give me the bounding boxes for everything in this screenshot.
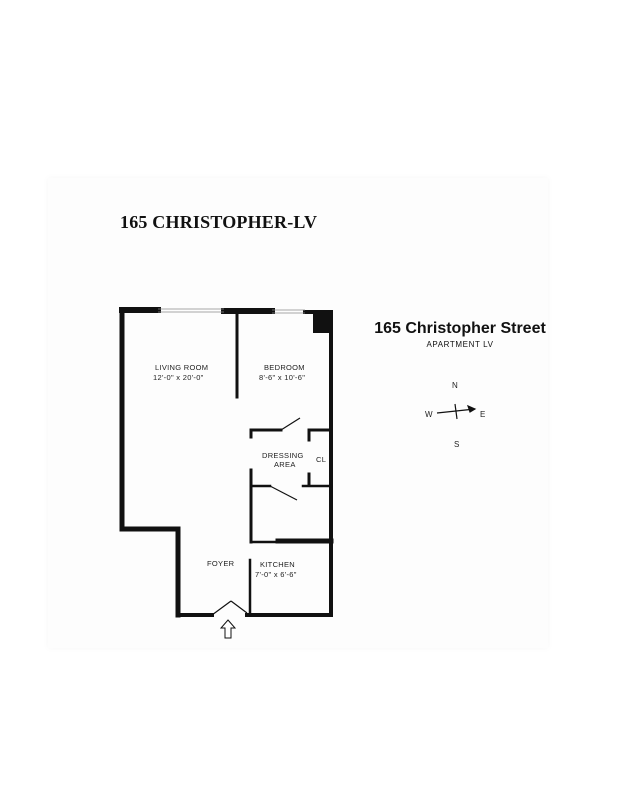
kitchen-dims: 7'-0" x 6'-6" [255,570,297,579]
interior-walls [235,310,334,617]
page-title: 165 CHRISTOPHER-LV [120,212,318,232]
closet-label: CL [316,455,326,464]
compass-west: W [425,410,433,419]
structural-column [313,311,331,333]
bedroom-label: BEDROOM [264,363,305,372]
address-block: 165 Christopher Street APARTMENT LV [372,320,548,349]
living-room-label: LIVING ROOM [155,363,208,372]
compass-east: E [480,410,485,419]
compass-south: S [454,440,459,449]
bedroom-dims: 8'-6" x 10'-6" [259,373,305,382]
apartment-label: APARTMENT LV [426,340,494,349]
floor-plan-sheet [48,178,548,648]
living-room-dims: 12'-0" x 20'-0" [153,373,204,382]
windows [158,308,305,314]
compass-north: N [452,381,458,390]
kitchen-label: KITCHEN [260,560,295,569]
door-swings [211,417,301,616]
dressing-area-label-2: AREA [274,460,296,469]
exterior-walls [119,307,333,618]
foyer-label: FOYER [207,559,235,568]
street-address: 165 Christopher Street [374,320,546,337]
entry-arrow-icon [219,619,237,639]
dressing-area-label-1: DRESSING [262,451,304,460]
compass-rose-icon: N W E S [425,381,485,449]
